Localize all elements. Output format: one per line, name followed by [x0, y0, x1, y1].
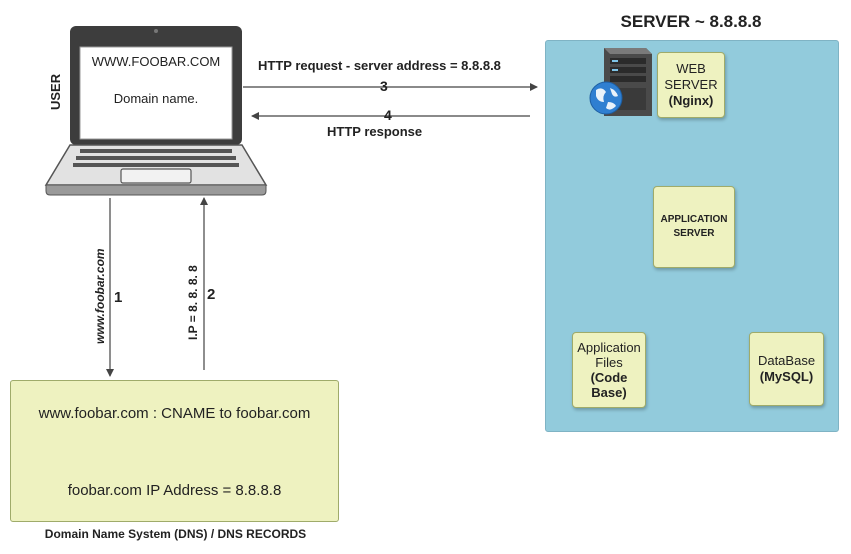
- app-server-line2: SERVER: [673, 228, 715, 239]
- dns-cname-record: www.foobar.com : CNAME to foobar.com: [38, 405, 311, 422]
- web-server-line1: WEB: [676, 61, 706, 76]
- web-server-line3: (Nginx): [668, 93, 714, 108]
- database-node: DataBase (MySQL): [749, 332, 824, 406]
- request-number: 3: [380, 78, 388, 94]
- user-label: USER: [48, 73, 63, 110]
- dns-caption: Domain Name System (DNS) / DNS RECORDS: [44, 527, 307, 541]
- files-line3: (Code: [590, 370, 628, 385]
- web-server-line2: SERVER: [664, 77, 718, 92]
- application-files-node: Application Files (Code Base): [572, 332, 646, 408]
- dns-records-box: www.foobar.com : CNAME to foobar.com foo…: [10, 380, 339, 522]
- app-server-line1: APPLICATION: [660, 214, 728, 225]
- request-label: HTTP request - server address = 8.8.8.8: [258, 58, 501, 73]
- files-line1: Application: [577, 340, 641, 355]
- globe-icon: [589, 81, 623, 115]
- dns-ip-record: foobar.com IP Address = 8.8.8.8: [67, 482, 282, 499]
- db-line1: DataBase: [757, 353, 816, 368]
- query-number: 1: [114, 289, 123, 306]
- db-line2: (MySQL): [759, 369, 814, 384]
- screen-domain-text: WWW.FOOBAR.COM: [91, 54, 221, 69]
- answer-label: I.P = 8. 8. 8. 8: [186, 265, 200, 340]
- files-line4: Base): [591, 385, 627, 400]
- screen-caption-text: Domain name.: [113, 91, 199, 106]
- laptop-icon: [44, 26, 268, 196]
- files-line2: Files: [595, 355, 623, 370]
- web-server-node: WEB SERVER (Nginx): [657, 52, 725, 118]
- server-title: SERVER ~ 8.8.8.8: [620, 12, 762, 31]
- answer-number: 2: [207, 286, 216, 303]
- query-label: www.foobar.com: [93, 248, 107, 344]
- response-number: 4: [384, 107, 392, 123]
- application-server-node: APPLICATION SERVER: [653, 186, 735, 268]
- response-label: HTTP response: [327, 124, 423, 139]
